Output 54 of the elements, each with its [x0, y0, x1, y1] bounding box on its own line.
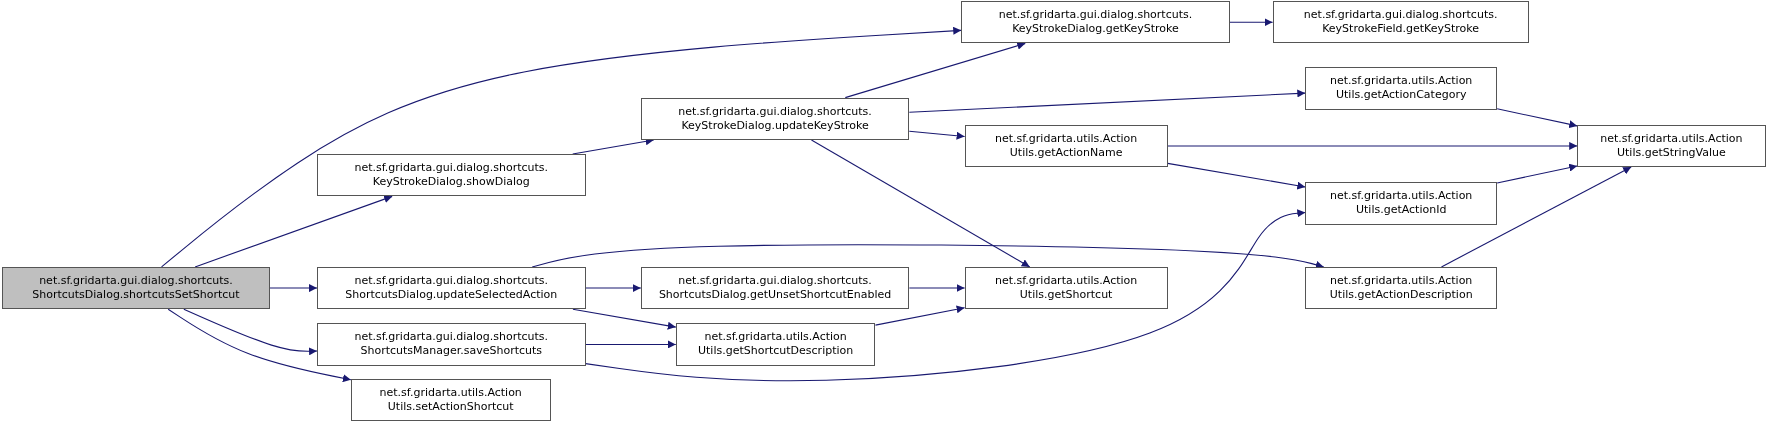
- arrow: [908, 284, 966, 293]
- arrow: [1496, 163, 1578, 184]
- function-name: net.sf.gridarta.utils.Action Utils.setActionShortcut: [378, 385, 523, 415]
- function-box: [317, 154, 586, 197]
- arrow: [572, 308, 677, 330]
- function-box: [964, 124, 1168, 168]
- arrow: [585, 284, 642, 293]
- function-box: [350, 378, 551, 421]
- selected-function-box: [2, 266, 270, 310]
- function-box: [675, 323, 876, 366]
- arrow: [194, 195, 393, 268]
- function-box: [964, 266, 1168, 310]
- function-box: [317, 266, 586, 310]
- function-name: net.sf.gridarta.utils.Action Utils.getShortcut: [994, 273, 1139, 303]
- arrow: [161, 26, 962, 268]
- arrow: [269, 284, 318, 293]
- function-box: [317, 323, 586, 366]
- function-name: net.sf.gridarta.utils.Action Utils.getActionDescription: [1328, 273, 1474, 303]
- function-name: net.sf.gridarta.gui.dialog.shortcuts. KeyStrokeDialog.showDialog: [353, 160, 550, 190]
- arrow: [908, 130, 966, 140]
- function-box: [1272, 1, 1529, 44]
- function-name: net.sf.gridarta.utils.Action Utils.getShortcutDescription: [697, 330, 855, 359]
- arrow: [908, 89, 1306, 113]
- arrow: [1167, 162, 1306, 190]
- arrow: [183, 308, 318, 356]
- function-name: net.sf.gridarta.gui.dialog.shortcuts. ShortcutsDialog.updateSelectedAction: [344, 273, 559, 303]
- arrow: [844, 41, 1026, 99]
- arrow: [531, 244, 1325, 269]
- function-box: [961, 1, 1230, 44]
- arrow: [167, 308, 352, 383]
- function-box: [1577, 124, 1766, 168]
- arrow: [874, 305, 966, 326]
- function-name: net.sf.gridarta.utils.Action Utils.getActionId: [1329, 189, 1474, 218]
- function-name: net.sf.gridarta.gui.dialog.shortcuts. ShortcutsManager.saveShortcuts: [353, 330, 550, 359]
- function-name: net.sf.gridarta.utils.Action Utils.getActionCategory: [1329, 74, 1474, 103]
- function-name: net.sf.gridarta.gui.dialog.shortcuts. KeyStrokeDialog.getKeyStroke: [997, 7, 1194, 37]
- arrow: [585, 340, 677, 349]
- function-box: [1305, 67, 1498, 110]
- arrow: [810, 139, 1031, 268]
- function-name: net.sf.gridarta.utils.Action Utils.getStringValue: [1599, 131, 1744, 161]
- function-box: [640, 97, 910, 140]
- arrow: [1229, 18, 1274, 27]
- arrow: [1440, 166, 1632, 268]
- function-name: net.sf.gridarta.gui.dialog.shortcuts. KeyStrokeField.getKeyStroke: [1302, 7, 1499, 37]
- arrow: [1496, 108, 1578, 129]
- function-name: net.sf.gridarta.utils.Action Utils.getActionName: [994, 131, 1139, 161]
- function-name: net.sf.gridarta.gui.dialog.shortcuts. ShortcutsDialog.shortcutsSetShortcut: [31, 273, 241, 303]
- function-box: [640, 266, 910, 310]
- function-name: net.sf.gridarta.gui.dialog.shortcuts. ShortcutsDialog.getUnsetShortcutEnabled: [657, 273, 893, 303]
- function-box: [1305, 182, 1498, 225]
- arrow: [585, 209, 1306, 382]
- function-box: [1305, 266, 1498, 310]
- function-name: net.sf.gridarta.gui.dialog.shortcuts. KeyStrokeDialog.updateKeyStroke: [677, 104, 873, 134]
- arrow: [1167, 141, 1578, 150]
